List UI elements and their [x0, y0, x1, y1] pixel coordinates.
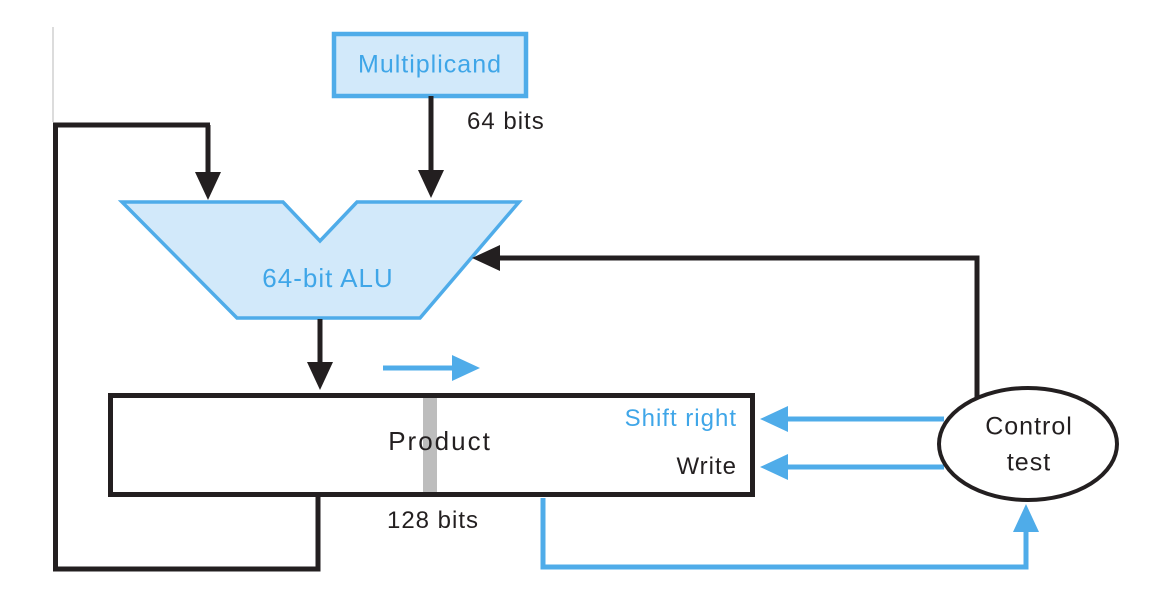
control-to-alu-line	[498, 255, 980, 400]
product-width-label: 128 bits	[386, 507, 480, 534]
alu-shape	[117, 200, 523, 320]
product-to-control-arrowhead	[1013, 504, 1039, 532]
shift-right-port-label: Shift right	[624, 405, 737, 432]
control-test-label-line1: Control	[985, 412, 1073, 441]
alu-output-arrowhead	[307, 362, 333, 390]
control-to-alu-arrowhead	[472, 245, 500, 271]
shift-indicator-arrowhead	[452, 355, 480, 381]
shift-right-control-arrowhead	[760, 406, 788, 432]
control-test-label-line2: test	[1006, 448, 1052, 477]
multiplicand-to-alu-arrowhead	[418, 170, 444, 198]
multiplicand-width-label: 64 bits	[467, 108, 545, 135]
product-feedback-loop-line	[53, 122, 321, 572]
multiplicand-label: Multiplicand	[357, 50, 503, 79]
alu-label: 64-bit ALU	[262, 263, 394, 293]
control-test-ellipse	[937, 386, 1119, 502]
write-port-label: Write	[676, 453, 737, 480]
alu-left-input-arrowhead	[195, 172, 221, 200]
write-control-arrowhead	[760, 454, 788, 480]
product-to-control-line	[540, 498, 1029, 570]
register-divider	[423, 398, 437, 492]
product-label: Product	[388, 426, 492, 456]
